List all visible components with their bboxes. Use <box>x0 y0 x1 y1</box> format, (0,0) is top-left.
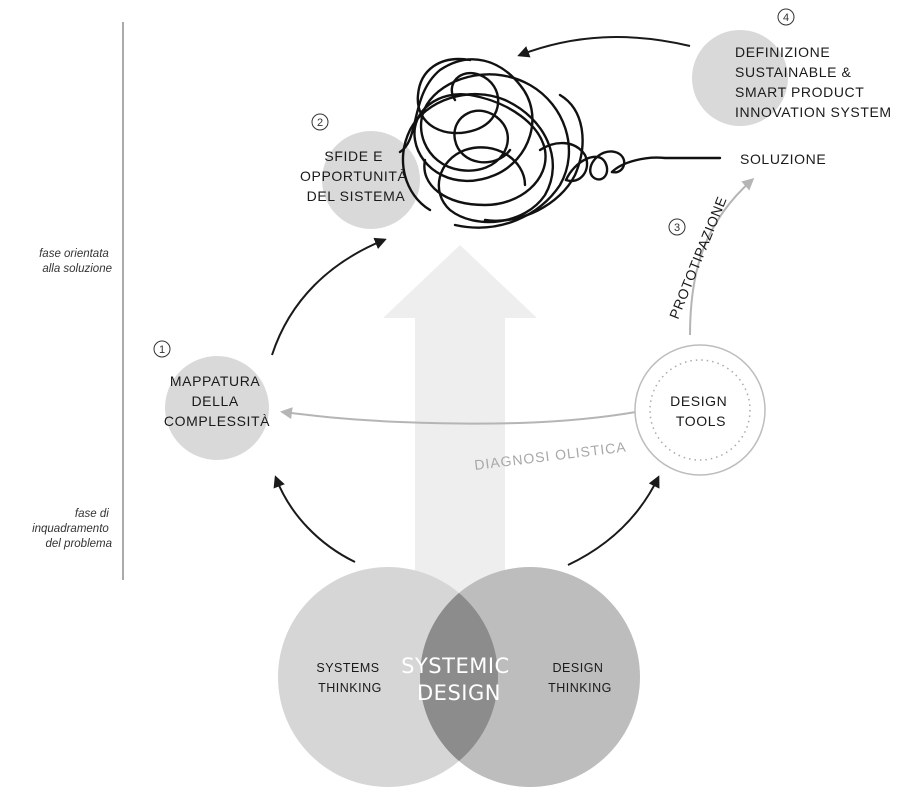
arrow-venn-to-mappatura <box>273 475 356 563</box>
step-number-4: 4 <box>777 8 795 26</box>
node-inner-dotted-circle <box>649 359 751 461</box>
arrow-diagnosi-olistica <box>280 407 637 425</box>
svg-text:3: 3 <box>674 222 680 234</box>
label-soluzione: SOLUZIONE <box>740 151 826 167</box>
big-upward-arrow <box>383 245 537 600</box>
venn-right-label: DESIGN THINKING <box>548 661 612 695</box>
step-number-3: 3 <box>668 218 686 236</box>
tangle-scribble <box>398 57 722 229</box>
phase-label-problem: fase di inquadramento del problema <box>32 508 112 550</box>
arrow-prototipazione <box>689 178 755 336</box>
svg-text:4: 4 <box>783 12 789 24</box>
node-circle-mappatura <box>165 356 269 460</box>
venn-center-label: SYSTEMIC DESIGN <box>401 654 517 705</box>
arrow-definizione-to-tangle <box>517 36 691 58</box>
venn-diagram: SYSTEMS THINKING SYSTEMIC DESIGN DESIGN … <box>278 567 640 787</box>
node-label-design-tools: DESIGN TOOLS <box>670 393 732 429</box>
arrow-venn-to-design-tools <box>567 475 660 566</box>
step-number-2: 2 <box>311 113 329 131</box>
svg-text:1: 1 <box>159 344 165 356</box>
phase-label-solution: fase orientata alla soluzione <box>39 248 112 275</box>
label-prototipazione: PROTOTIPAZIONE <box>666 194 730 321</box>
step-number-1: 1 <box>153 340 171 358</box>
node-label-definizione: DEFINIZIONE SUSTAINABLE & SMART PRODUCT … <box>735 44 892 120</box>
arrow-mappatura-to-sfide <box>271 237 387 356</box>
node-circle-sfide <box>322 131 420 229</box>
svg-text:2: 2 <box>317 117 323 129</box>
venn-intersection <box>420 567 498 787</box>
node-label-sfide: SFIDE E OPPORTUNITÀ DEL SISTEMA <box>300 148 412 204</box>
node-circle-design-tools <box>634 344 766 476</box>
node-label-mappatura: MAPPATURA DELLA COMPLESSITÀ <box>164 373 270 429</box>
venn-left-label: SYSTEMS THINKING <box>316 661 383 695</box>
node-circle-definizione <box>692 30 788 126</box>
